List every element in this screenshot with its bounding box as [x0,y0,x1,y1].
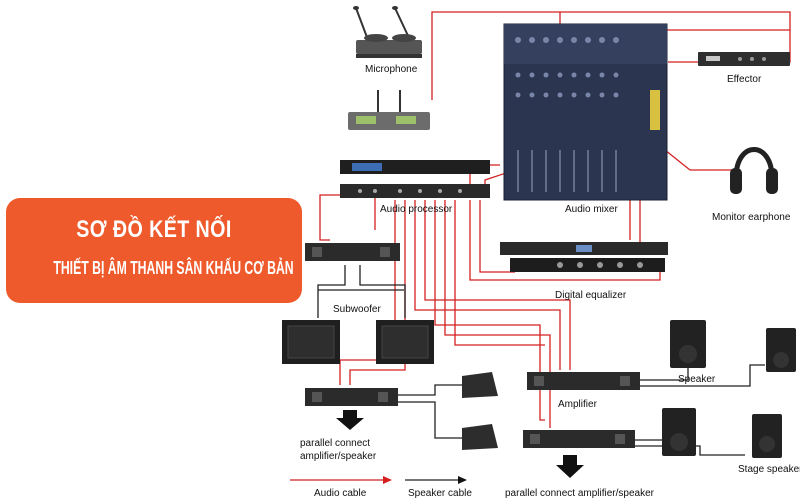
label-parallel-connect-left-1: parallel connect [300,438,370,449]
monitor-earphone [730,147,778,194]
legend-audio-arrow [383,476,392,484]
speaker-right [766,328,796,372]
stage-speaker-right [752,414,782,458]
effector [698,52,790,66]
label-speaker: Speaker [678,374,716,385]
subwoofer-amplifier [305,243,400,261]
label-parallel-connect-left-2: amplifier/speaker [300,451,377,462]
legend-speaker-arrow [458,476,467,484]
audio-mixer [503,23,668,201]
stage-monitor-top [462,372,498,398]
audio-processor [340,160,490,198]
subwoofer-right [376,320,434,364]
title-banner: SƠ ĐỒ KẾT NỐI THIẾT BỊ ÂM THANH SÂN KHẤU… [6,198,302,303]
label-subwoofer: Subwoofer [333,304,381,315]
label-effector: Effector [727,74,762,85]
wireless-mic-receiver-2 [348,90,430,130]
stage-speaker-left [662,408,696,456]
digital-equalizer [500,242,668,272]
wireless-mic-receiver-1 [353,6,422,58]
label-monitor-earphone: Monitor earphone [712,212,791,223]
speaker-left [670,320,706,368]
label-stage-speaker: Stage speaker [738,464,800,475]
label-microphone: Microphone [365,64,418,75]
stage-monitor-bottom [462,424,498,450]
amplifier-bottom [523,430,635,448]
legend-speaker-cable: Speaker cable [408,488,472,499]
label-amplifier: Amplifier [558,399,598,410]
amplifier-center [527,372,640,390]
label-digital-equalizer: Digital equalizer [555,290,627,301]
banner-subtitle: THIẾT BỊ ÂM THANH SÂN KHẤU CƠ BẢN [53,258,294,278]
label-audio-mixer: Audio mixer [565,204,618,215]
subwoofer-left [282,320,340,364]
down-arrow-left [336,410,364,430]
speaker-cables [317,265,765,481]
label-parallel-connect-bottom: parallel connect amplifier/speaker [505,488,655,499]
amplifier-left [305,388,398,406]
down-arrow-bottom [556,455,584,478]
banner-title: SƠ ĐỒ KẾT NỐI [76,216,232,243]
legend-audio-cable: Audio cable [314,488,367,499]
label-audio-processor: Audio processor [380,204,453,215]
